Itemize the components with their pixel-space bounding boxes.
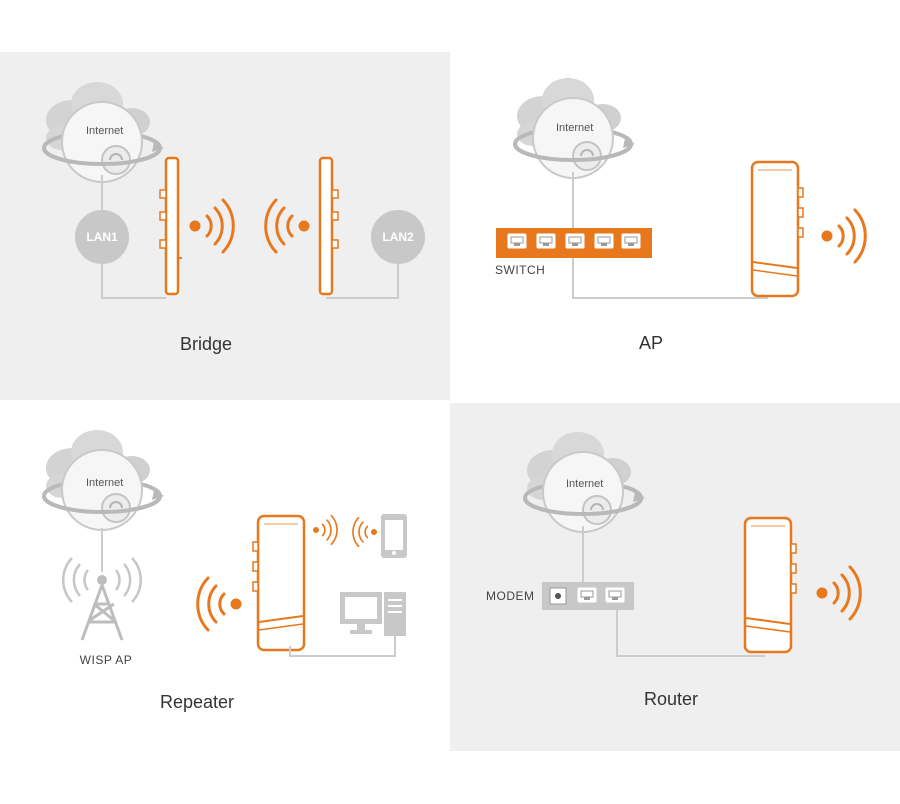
bridge-internet-label: Internet <box>86 125 123 137</box>
phone-icon <box>381 514 407 558</box>
desktop-pc-icon <box>340 592 406 636</box>
ap-caption: AP <box>639 333 663 353</box>
repeater-diagram: Internet WISP AP <box>42 428 407 712</box>
cpe-device-icon <box>159 156 182 296</box>
lan1-label: LAN1 <box>86 230 118 244</box>
lan2-label: LAN2 <box>382 230 414 244</box>
wifi-signal-icon <box>312 514 338 546</box>
cpe-device-icon <box>750 160 805 298</box>
router-caption: Router <box>644 689 698 709</box>
bridge-caption: Bridge <box>180 334 232 354</box>
repeater-cable-pc <box>289 636 396 657</box>
switch-icon <box>496 228 652 258</box>
cpe-device-icon <box>318 156 339 296</box>
cpe-device-icon <box>251 514 306 652</box>
modem-icon <box>542 582 634 610</box>
wisp-label: WISP AP <box>80 653 133 667</box>
repeater-internet-label: Internet <box>86 477 123 489</box>
lan1-node <box>75 210 129 264</box>
tower-icon <box>62 557 142 641</box>
repeater-caption: Repeater <box>160 692 234 712</box>
modem-label: MODEM <box>486 589 535 603</box>
lan2-node <box>371 210 425 264</box>
ap-cable <box>572 172 768 299</box>
router-cable <box>616 610 765 657</box>
router-internet-label: Internet <box>566 478 603 490</box>
wifi-signal-icon <box>196 576 243 632</box>
router-panel <box>450 403 900 751</box>
wifi-signal-icon <box>820 208 867 264</box>
ap-diagram: Internet SWITCH AP <box>495 76 867 353</box>
bridge-diagram: Internet LAN1 LAN2 Bridge <box>42 80 425 354</box>
switch-label: SWITCH <box>495 263 545 277</box>
wifi-signal-icon <box>352 516 378 548</box>
cpe-device-icon <box>743 516 798 654</box>
router-diagram: Internet MODEM Router <box>486 430 862 709</box>
ap-internet-label: Internet <box>556 122 593 134</box>
